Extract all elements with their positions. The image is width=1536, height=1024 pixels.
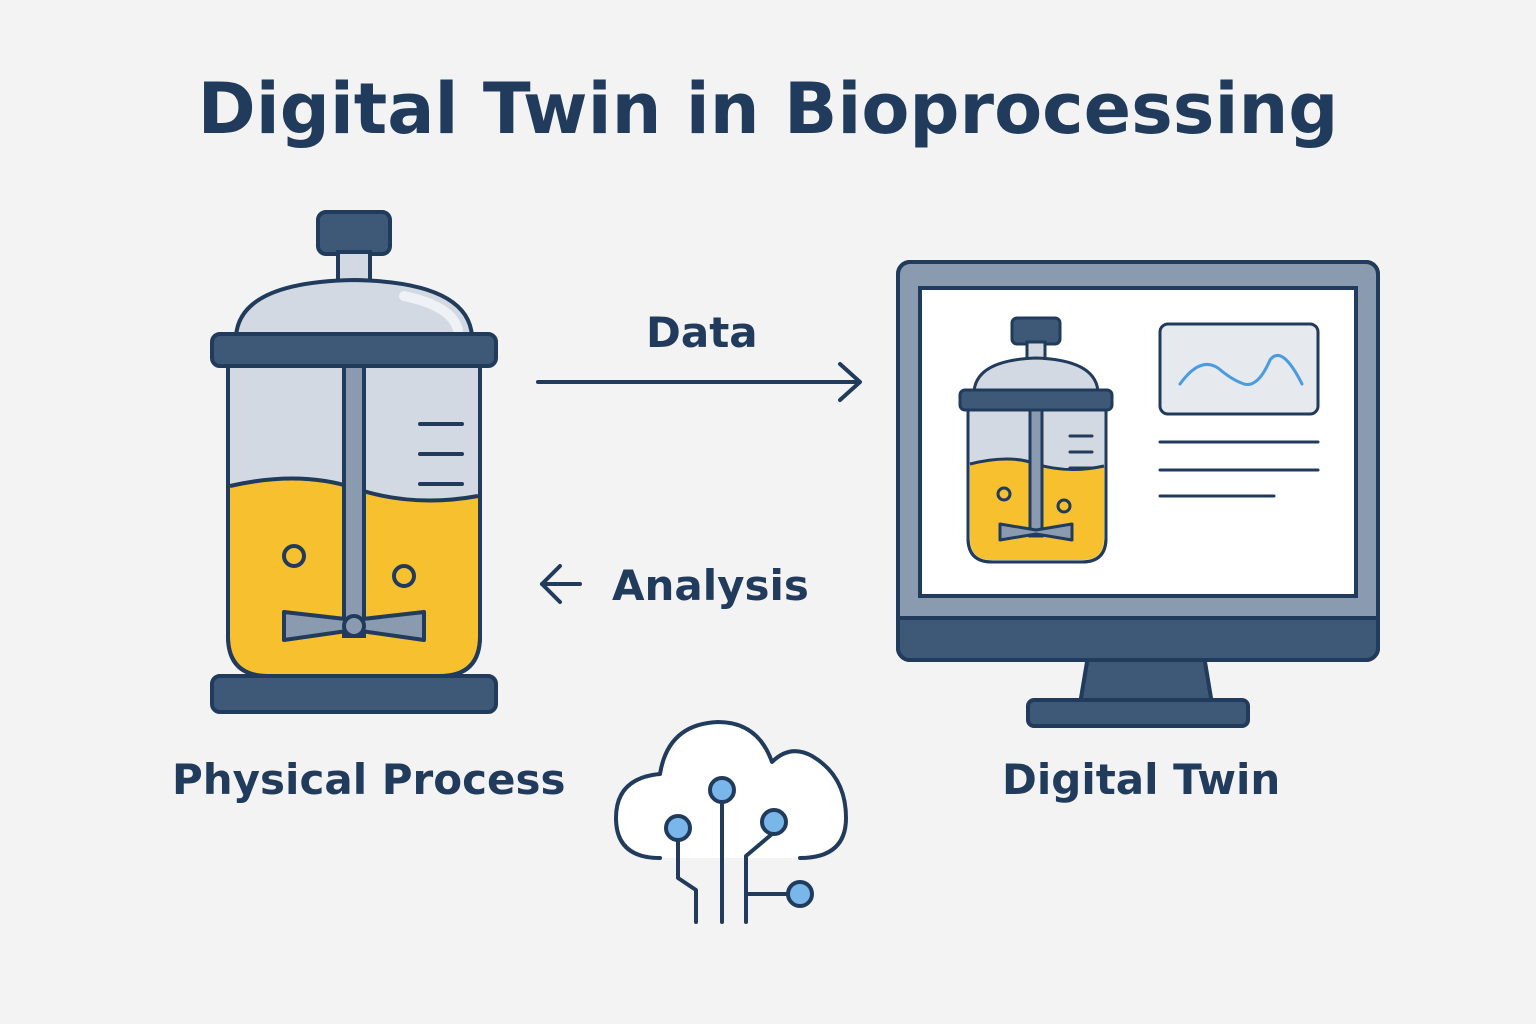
mini-bioreactor-icon [958,316,1114,564]
digital-twin-label: Digital Twin [1002,755,1281,804]
analysis-flow-label: Analysis [612,561,809,610]
text-lines-icon [1158,440,1320,498]
bioreactor-icon [210,210,498,714]
arrow-left-icon [540,564,582,604]
cloud-network-icon [614,720,848,924]
monitor-icon [896,260,1380,728]
arrow-right-icon [536,362,862,402]
wave-graph-icon [1158,322,1320,416]
physical-process-label: Physical Process [172,755,566,804]
page-title: Digital Twin in Bioprocessing [197,68,1339,150]
data-flow-label: Data [646,308,758,357]
